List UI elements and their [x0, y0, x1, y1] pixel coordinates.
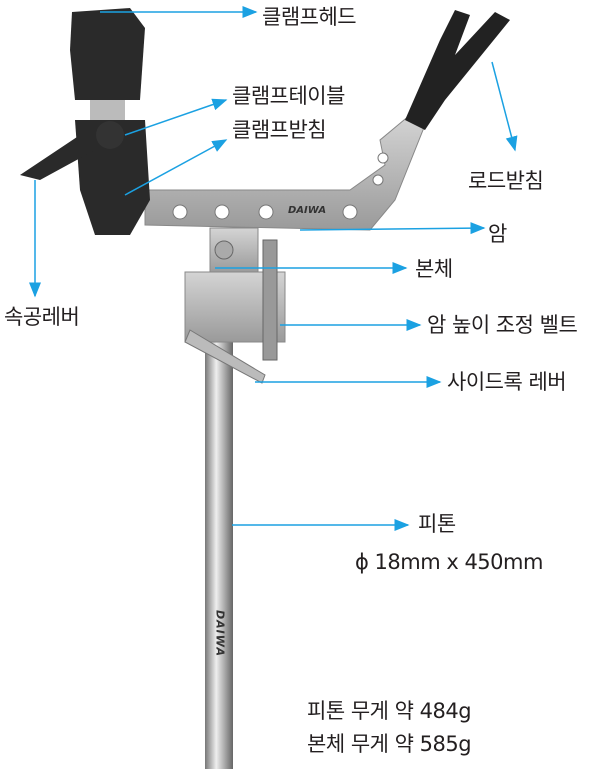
rod-support: [405, 10, 510, 130]
brand-logo-arm: DAIWA: [288, 205, 327, 216]
brand-logo-pole: DAIWA: [213, 610, 227, 657]
piton-pole: [205, 330, 233, 769]
label-arm: 암: [488, 222, 507, 246]
spec-piton-weight: 피톤 무게 약 484g: [307, 699, 472, 723]
clamp-head: [70, 8, 145, 100]
spec-body-weight: 본체 무게 약 585g: [307, 732, 472, 756]
label-body: 본체: [415, 257, 453, 281]
label-rod-support: 로드받침: [468, 169, 544, 193]
side-lock-lever: [184, 329, 266, 384]
callout-arrows: [29, 6, 518, 531]
label-clamp-head: 클램프헤드: [262, 5, 357, 29]
height-bolt: [262, 239, 278, 361]
quick-lever: [20, 130, 100, 180]
label-side-lock-lever: 사이드록 레버: [447, 370, 567, 394]
label-piton-size: ϕ 18mm x 450mm: [355, 550, 543, 574]
label-arm-height-bolt: 암 높이 조정 벨트: [427, 313, 578, 337]
label-piton: 피톤: [418, 512, 456, 536]
label-clamp-table: 클램프테이블: [232, 84, 345, 108]
label-clamp-support: 클램프받침: [232, 118, 327, 142]
label-quick-lever: 속공레버: [4, 305, 80, 329]
